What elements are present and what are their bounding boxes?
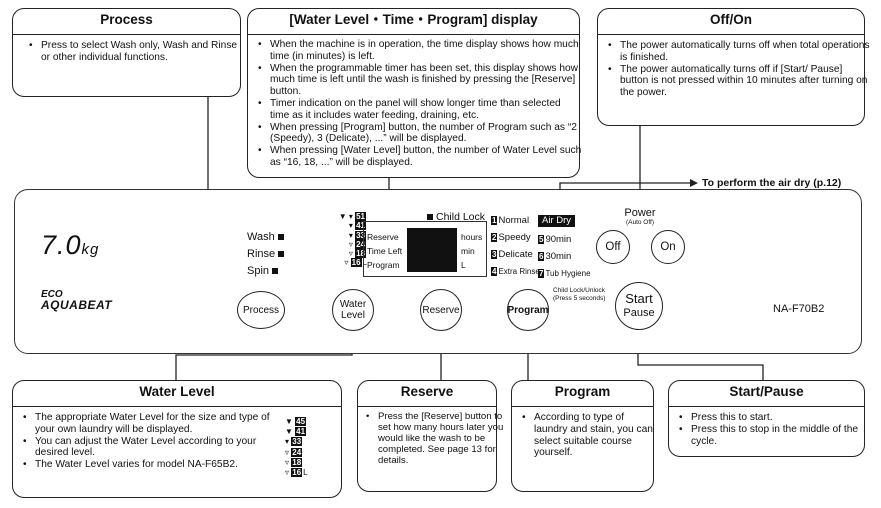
capacity-unit: kg	[81, 241, 100, 258]
reserve-item: Press the [Reserve] button to set how ma…	[366, 411, 506, 466]
water-level-callout: Water Level The appropriate Water Level …	[12, 380, 342, 498]
lcd-hours-label: hours	[461, 232, 483, 242]
water-level-button-line1: Water	[339, 299, 367, 310]
display-title: [Water Level・Time・Program] display	[289, 12, 538, 27]
water-level-row: ▿ 18	[285, 457, 303, 467]
start-label: Start	[625, 291, 653, 306]
offon-item: The power automatically turns off if [St…	[608, 64, 872, 99]
program-button[interactable]: Program	[507, 289, 549, 331]
process-item: Press to select Wash only, Wash and Rins…	[29, 40, 246, 64]
child-lock-label: Child Lock	[436, 211, 486, 223]
off-button[interactable]: Off	[596, 230, 630, 264]
spin-label: Spin	[247, 265, 270, 277]
water-level-item: You can adjust the Water Level according…	[23, 436, 291, 460]
child-lock-indicator: Child Lock	[427, 211, 485, 223]
air-dry-note: To perform the air dry (p.12)	[702, 177, 842, 189]
rinse-indicator: Rinse	[247, 248, 285, 260]
lcd-time-left-label: Time Left	[367, 246, 403, 256]
pause-label: Pause	[623, 307, 655, 319]
display-item: When pressing [Program] button, the numb…	[258, 122, 582, 146]
lcd-min-label: min	[461, 246, 475, 256]
water-level-button[interactable]: Water Level	[332, 289, 374, 331]
display-item: When pressing [Water Level] button, the …	[258, 145, 582, 169]
water-level-row: ▾ 41	[348, 221, 366, 231]
model-label: NA-F70B2	[773, 303, 825, 315]
control-panel: 7.0kg ECO AQUABEAT Wash Rinse Spin ▼ ▾ 5…	[14, 189, 862, 354]
display-item: Timer indication on the panel will show …	[258, 98, 582, 122]
process-title: Process	[100, 12, 153, 27]
display-callout: [Water Level・Time・Program] display When …	[247, 8, 582, 178]
reserve-title: Reserve	[400, 384, 454, 399]
start-pause-callout: Start/Pause Press this to start. Press t…	[668, 380, 865, 457]
lcd-left-labels: Reserve Time Left Program	[367, 230, 402, 272]
brand-logo: ECO AQUABEAT	[41, 289, 113, 312]
display-item: When the programmable timer has been set…	[258, 63, 582, 98]
offon-title: Off/On	[710, 12, 752, 27]
lcd-right-labels: hours min L	[461, 230, 482, 272]
power-label: Power	[624, 207, 656, 219]
wash-indicator: Wash	[247, 231, 284, 243]
water-level-title: Water Level	[139, 384, 215, 399]
water-level-item: The Water Level varies for model NA-F65B…	[23, 459, 291, 471]
start-pause-button[interactable]: Start Pause	[615, 282, 663, 330]
start-pause-item: Press this to stop in the middle of the …	[679, 424, 871, 448]
child-lock-hint: Child Lock/Unlock (Press 5 seconds)	[553, 287, 605, 302]
water-level-row: ▿ 24	[285, 447, 303, 457]
water-level-row: ▿ 24	[348, 239, 366, 249]
power-sub-label: (Auto Off)	[625, 219, 655, 226]
program-title: Program	[554, 384, 611, 399]
reserve-callout: Reserve Press the [Reserve] button to se…	[357, 380, 503, 492]
program-callout: Program According to type of laundry and…	[511, 380, 654, 492]
spin-indicator: Spin	[247, 265, 279, 277]
water-level-row: ▼ 41	[285, 427, 307, 437]
child-lock-hint-line1: Child Lock/Unlock	[553, 287, 606, 294]
lcd-reserve-label: Reserve	[367, 232, 399, 242]
brand-top: ECO	[41, 289, 63, 300]
rinse-label: Rinse	[247, 248, 276, 260]
capacity-value: 7.0	[41, 230, 82, 260]
water-level-row: ▼ 45	[285, 417, 307, 426]
lcd-liter-label: L	[461, 260, 466, 270]
wash-label: Wash	[247, 231, 275, 243]
program-item: According to type of laundry and stain, …	[522, 412, 658, 459]
display-item: When the machine is in operation, the ti…	[258, 39, 582, 63]
air-dry-badge: Air Dry	[538, 215, 576, 227]
water-level-row: ▼ ▾ 51	[338, 212, 366, 221]
brand-bottom: AQUABEAT	[41, 298, 113, 312]
start-pause-item: Press this to start.	[679, 412, 871, 424]
start-pause-title: Start/Pause	[729, 384, 804, 399]
offon-callout: Off/On The power automatically turns off…	[597, 8, 870, 126]
lcd-program-label: Program	[367, 260, 400, 270]
water-level-row: ▾ 33	[348, 230, 366, 240]
water-level-row: ▾ 33	[285, 437, 303, 447]
lcd-screen	[407, 228, 457, 272]
process-button[interactable]: Process	[237, 291, 285, 329]
water-level-button-line2: Level	[341, 310, 365, 321]
water-level-row: ▿ 18	[348, 249, 366, 259]
lcd-frame	[363, 221, 487, 277]
child-lock-hint-line2: (Press 5 seconds)	[553, 294, 606, 302]
capacity-label: 7.0kg	[41, 230, 99, 261]
process-callout: Process Press to select Wash only, Wash …	[12, 8, 241, 97]
offon-item: The power automatically turns off when t…	[608, 40, 872, 64]
reserve-button[interactable]: Reserve	[420, 289, 462, 331]
on-button[interactable]: On	[651, 230, 685, 264]
water-level-item: The appropriate Water Level for the size…	[23, 412, 291, 436]
power-label-group: Power (Auto Off)	[615, 207, 665, 226]
